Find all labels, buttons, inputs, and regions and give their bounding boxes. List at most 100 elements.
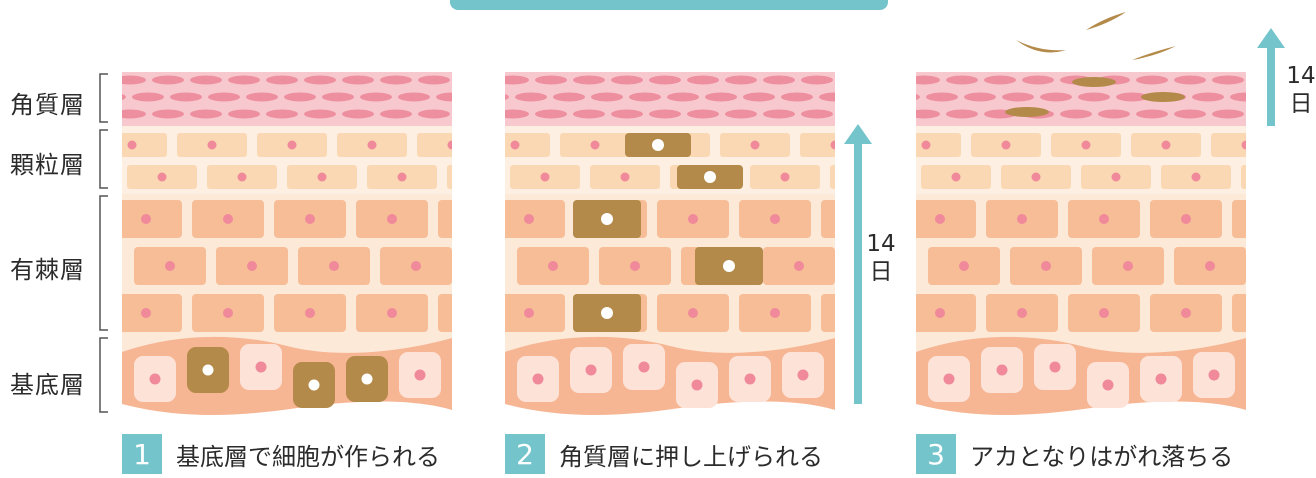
cell-nucleus (141, 214, 151, 224)
spinous-cell (821, 294, 835, 332)
corneum-cell (459, 76, 491, 85)
corneum-cell (1192, 92, 1224, 102)
corneum-cell (801, 75, 833, 85)
cell-nucleus (585, 364, 597, 376)
cell-nucleus (1263, 308, 1273, 318)
header-bar (450, 0, 888, 10)
corneum-cell (870, 110, 902, 119)
cell-nucleus (1208, 369, 1220, 381)
corneum-cell (152, 109, 184, 119)
corneum-cell (857, 93, 889, 102)
days-number: 14 (866, 231, 896, 257)
cell-nucleus (141, 308, 151, 318)
cell-nucleus (1099, 214, 1109, 224)
corneum-cell (535, 75, 567, 85)
corneum-cell (418, 75, 450, 85)
skin-panel-1 (122, 72, 488, 417)
layer-label-basal: 基底層 (10, 371, 85, 399)
step-number-badge: 2 (505, 434, 545, 474)
cell-nucleus (247, 261, 257, 271)
corneum-cell (763, 75, 795, 85)
cell-nucleus (165, 261, 175, 271)
corneum-cell (839, 110, 871, 119)
cell-nucleus (1181, 214, 1191, 224)
cell-nucleus (780, 172, 790, 182)
cell-nucleus (548, 261, 558, 271)
corneum-cell (266, 75, 298, 85)
cell-nucleus (361, 373, 373, 385)
cell-nucleus (287, 140, 297, 150)
corneum-cell (984, 75, 1016, 85)
corneum-cell (839, 76, 871, 85)
cell-nucleus (1155, 373, 1167, 385)
cell-nucleus (305, 308, 315, 318)
arrow-days-label-1: 14 日 (861, 230, 901, 286)
step-number-badge: 3 (916, 434, 956, 474)
shedding-flake (1141, 92, 1185, 102)
corneum-cell (380, 75, 412, 85)
granular-cell (830, 165, 835, 189)
cell-nucleus (237, 172, 247, 182)
panels-group (122, 72, 1273, 417)
corneum-cell (398, 92, 430, 102)
cell-nucleus (794, 261, 804, 271)
corneum-cell (190, 109, 222, 119)
corneum-cell (781, 92, 813, 102)
step-number-badge: 1 (122, 434, 162, 474)
spinous-cell (122, 200, 182, 238)
dermis-edge (916, 401, 1246, 417)
spinous-cell (438, 294, 452, 332)
cell-nucleus (387, 308, 397, 318)
layer-bracket (99, 195, 108, 331)
corneum-cell (1212, 75, 1244, 85)
corneum-cell (591, 92, 623, 102)
corneum-cell (436, 92, 452, 102)
spinous-cell (122, 294, 182, 332)
corneum-cell (926, 92, 958, 102)
cell-nucleus (601, 213, 613, 225)
cell-nucleus (524, 214, 534, 224)
cell-nucleus (723, 260, 735, 272)
spinous-cell (438, 200, 452, 238)
layer-bracket (99, 129, 108, 189)
spinous-cell (1232, 294, 1246, 332)
corneum-cell (456, 76, 488, 85)
corneum-cell (459, 110, 491, 119)
corneum-cell (819, 92, 835, 102)
corneum-cell (284, 92, 316, 102)
cell-nucleus (1161, 140, 1171, 150)
corneum-cell (1022, 75, 1054, 85)
corneum-cell (505, 75, 529, 85)
cell-nucleus (149, 373, 161, 385)
corneum-cell (687, 109, 719, 119)
cell-nucleus (202, 364, 214, 376)
cell-nucleus (1081, 140, 1091, 150)
corneum-cell (266, 109, 298, 119)
cell-nucleus (1017, 308, 1027, 318)
corneum-cell (763, 109, 795, 119)
corneum-cell (418, 109, 450, 119)
arrow-shaft (854, 140, 862, 404)
cell-nucleus (540, 172, 550, 182)
cell-nucleus (935, 214, 945, 224)
corneum-cell (515, 92, 547, 102)
dermis-edge (122, 401, 452, 417)
corneum-cell (122, 75, 146, 85)
corneum-cell (152, 75, 184, 85)
falling-flake (1016, 40, 1066, 53)
cell-nucleus (750, 140, 760, 150)
arrow-head (844, 124, 872, 144)
cell-nucleus (157, 172, 167, 182)
corneum-cell (725, 75, 757, 85)
cell-nucleus (305, 214, 315, 224)
cell-nucleus (387, 214, 397, 224)
cell-nucleus (317, 172, 327, 182)
granular-cell (800, 133, 835, 157)
cell-nucleus (411, 261, 421, 271)
arrow-shaft (1267, 44, 1275, 126)
cell-nucleus (510, 140, 520, 150)
corneum-cell (208, 92, 240, 102)
falling-flake (1086, 12, 1126, 30)
corneum-cell (1136, 75, 1168, 85)
